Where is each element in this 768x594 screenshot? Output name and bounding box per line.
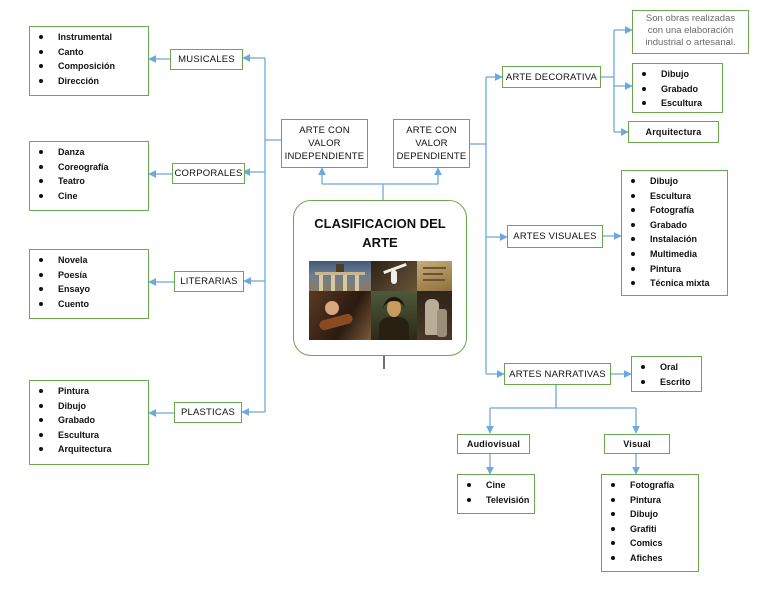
list-item: Dibujo <box>639 67 718 82</box>
berlin-gate-image <box>309 261 371 291</box>
list-corporales: Danza Coreografía Teatro Cine <box>29 141 149 211</box>
list-artes-visuales: Dibujo Escultura Fotografía Grabado Inst… <box>621 170 728 296</box>
node-visual: Visual <box>604 434 670 454</box>
list-item: Grabado <box>639 82 718 97</box>
list-item: Teatro <box>36 174 144 189</box>
central-title: CLASIFICACION DEL ARTE <box>294 214 466 252</box>
list-arte-decorativa: Dibujo Grabado Escultura <box>632 63 723 113</box>
list-item: Pintura <box>608 493 694 508</box>
corporales-label: CORPORALES <box>174 168 243 179</box>
list-item: Escultura <box>628 189 723 204</box>
list-item: Cuento <box>36 297 144 312</box>
list-musicales: Instrumental Canto Composición Dirección <box>29 26 149 96</box>
list-item: Fotografía <box>608 478 694 493</box>
node-artes-visuales: ARTES VISUALES <box>507 225 603 248</box>
list-item: Dibujo <box>608 507 694 522</box>
art-collage-image <box>309 261 452 340</box>
moses-sculpture-image <box>417 291 452 340</box>
mona-lisa-image <box>371 291 417 340</box>
arte-decorativa-note: Son obras realizadas con una elaboración… <box>632 10 749 54</box>
list-item: Novela <box>36 253 144 268</box>
ballet-dancer-image <box>371 261 417 291</box>
dependiente-line1: ARTE CON <box>406 125 457 136</box>
list-item: Composición <box>36 59 144 74</box>
visual-label: Visual <box>623 439 651 449</box>
arquitectura-label: Arquitectura <box>645 127 702 137</box>
list-item: Multimedia <box>628 247 723 262</box>
central-title-line1: CLASIFICACION DEL <box>314 216 446 231</box>
node-arte-valor-independiente: ARTE CON VALOR INDEPENDIENTE <box>281 119 368 168</box>
list-item: Poesía <box>36 268 144 283</box>
dependiente-line2: VALOR <box>415 138 448 149</box>
node-literarias: LITERARIAS <box>174 271 244 292</box>
note-line2: con una elaboración <box>647 25 734 36</box>
list-item: Cine <box>464 478 530 493</box>
list-item: Afiches <box>608 551 694 566</box>
list-item: Técnica mixta <box>628 276 723 291</box>
independiente-line1: ARTE CON <box>299 125 350 136</box>
node-arquitectura: Arquitectura <box>628 121 719 143</box>
node-audiovisual: Audiovisual <box>457 434 530 454</box>
list-item: Televisión <box>464 493 530 508</box>
literarias-label: LITERARIAS <box>180 276 238 287</box>
list-item: Grabado <box>36 413 144 428</box>
independiente-line3: INDEPENDIENTE <box>284 151 365 162</box>
list-item: Grabado <box>628 218 723 233</box>
note-line3: industrial o artesanal. <box>645 37 736 48</box>
list-item: Coreografía <box>36 160 144 175</box>
central-node: CLASIFICACION DEL ARTE <box>293 200 467 356</box>
list-item: Escultura <box>639 96 718 111</box>
list-item: Dirección <box>36 74 144 89</box>
musicales-label: MUSICALES <box>178 54 235 65</box>
list-item: Dibujo <box>628 174 723 189</box>
node-arte-decorativa: ARTE DECORATIVA <box>502 66 601 88</box>
list-item: Danza <box>36 145 144 160</box>
audiovisual-label: Audiovisual <box>466 439 521 449</box>
list-item: Instalación <box>628 232 723 247</box>
list-audiovisual: Cine Televisión <box>457 474 535 514</box>
violinist-image <box>309 291 371 340</box>
artes-visuales-label: ARTES VISUALES <box>513 231 597 242</box>
plasticas-label: PLASTICAS <box>180 407 236 418</box>
manuscript-image <box>417 261 452 291</box>
list-visual: Fotografía Pintura Dibujo Grafiti Comics… <box>601 474 699 572</box>
node-corporales: CORPORALES <box>172 163 245 184</box>
node-arte-valor-dependiente: ARTE CON VALOR DEPENDIENTE <box>393 119 470 168</box>
node-musicales: MUSICALES <box>170 49 243 70</box>
list-item: Arquitectura <box>36 442 144 457</box>
independiente-line2: VALOR <box>308 138 341 149</box>
node-artes-narrativas: ARTES NARRATIVAS <box>504 363 611 385</box>
central-title-line2: ARTE <box>362 235 398 250</box>
list-item: Oral <box>638 360 697 375</box>
note-line1: Son obras realizadas <box>645 13 736 24</box>
list-item: Instrumental <box>36 30 144 45</box>
artes-narrativas-label: ARTES NARRATIVAS <box>509 368 606 380</box>
arte-decorativa-label: ARTE DECORATIVA <box>505 71 598 83</box>
list-item: Grafiti <box>608 522 694 537</box>
list-item: Comics <box>608 536 694 551</box>
list-plasticas: Pintura Dibujo Grabado Escultura Arquite… <box>29 380 149 465</box>
node-plasticas: PLASTICAS <box>174 402 242 423</box>
list-item: Fotografía <box>628 203 723 218</box>
list-item: Cine <box>36 189 144 204</box>
list-item: Canto <box>36 45 144 60</box>
list-item: Ensayo <box>36 282 144 297</box>
dependiente-line3: DEPENDIENTE <box>396 151 467 162</box>
list-item: Escultura <box>36 428 144 443</box>
list-literarias: Novela Poesía Ensayo Cuento <box>29 249 149 319</box>
list-item: Dibujo <box>36 399 144 414</box>
list-item: Pintura <box>36 384 144 399</box>
list-item: Pintura <box>628 262 723 277</box>
list-artes-narrativas: Oral Escrito <box>631 356 702 392</box>
list-item: Escrito <box>638 375 697 390</box>
